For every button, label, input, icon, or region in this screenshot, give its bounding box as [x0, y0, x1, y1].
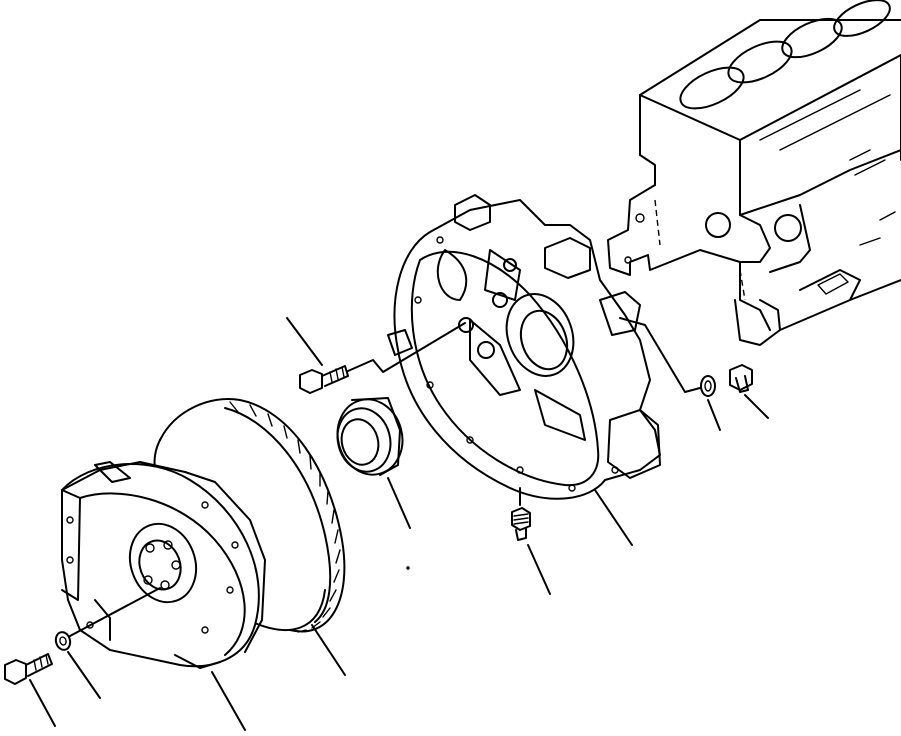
- flywheel-housing-callout-line: [594, 489, 633, 546]
- drain-plug: [511, 507, 531, 541]
- flywheel-bolt: [4, 653, 53, 685]
- plug-callout-line: [744, 394, 769, 419]
- flywheel: [61, 461, 266, 669]
- plug: [729, 364, 753, 393]
- ring-gear-callout-line: [311, 624, 346, 676]
- housing-bolt-leader: [347, 322, 466, 373]
- flywheel-bolt-leader: [69, 587, 161, 637]
- stray-mark: [406, 566, 410, 570]
- oil-seal: [336, 397, 404, 476]
- flywheel-washer-callout-line: [67, 651, 101, 699]
- plug-gasket-callout-line: [707, 399, 721, 431]
- plug-gasket: [700, 375, 716, 397]
- engine-block: [607, 0, 901, 346]
- drain-plug-callout-line: [527, 544, 551, 595]
- ring-gear: [153, 398, 346, 633]
- flywheel-washer: [54, 631, 72, 651]
- flywheel-housing: [387, 194, 661, 500]
- flywheel-callout-line: [211, 671, 246, 731]
- oil-seal-callout-line: [387, 477, 411, 529]
- plug-leader: [619, 317, 701, 393]
- housing-bolt-callout-line: [286, 317, 323, 366]
- housing-bolt: [299, 365, 349, 394]
- flywheel-bolt-callout-line: [29, 679, 56, 727]
